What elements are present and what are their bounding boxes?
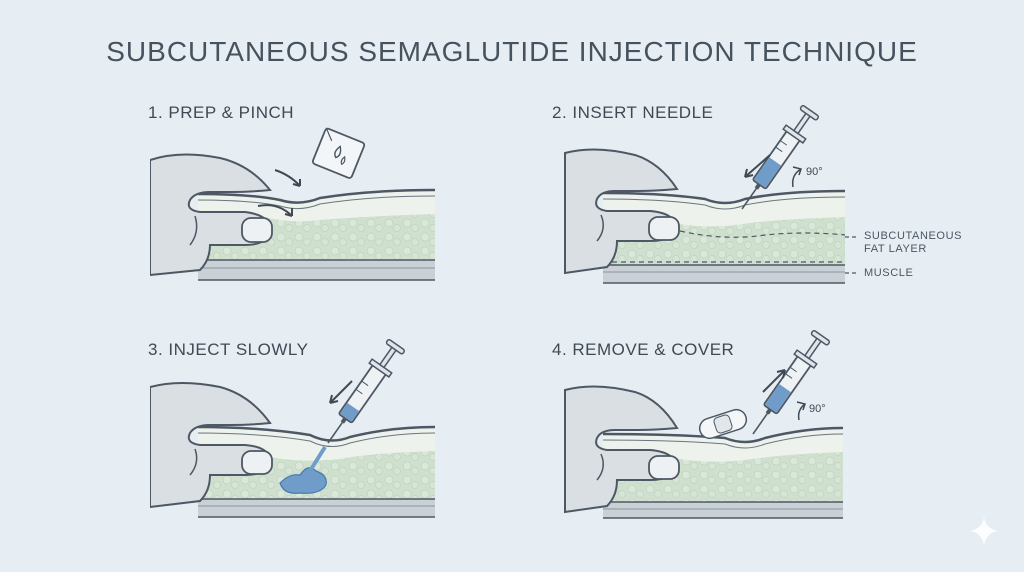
hand-icon <box>150 153 273 277</box>
direction-arrow <box>744 154 771 178</box>
direction-arrow <box>762 369 786 393</box>
panel-prep-pinch <box>150 127 436 281</box>
alcohol-swab-icon <box>311 127 366 179</box>
fat-layer-label-line-1: SUBCUTANEOUS <box>864 230 963 242</box>
angle-arrow <box>791 166 802 188</box>
syringe-icon <box>327 339 405 444</box>
hand-icon <box>564 148 680 275</box>
panel-remove-cover: 90° <box>564 330 844 519</box>
panel-inject-slowly <box>150 339 436 518</box>
angle-arrow <box>796 401 806 421</box>
pinch-arrows <box>257 169 301 217</box>
bandage-icon <box>698 408 748 440</box>
syringe-icon <box>741 105 819 210</box>
page-title: SUBCUTANEOUS SEMAGLUTIDE INJECTION TECHN… <box>106 36 918 67</box>
fat-layer-label: SUBCUTANEOUS FAT LAYER <box>864 230 962 256</box>
hand-icon <box>564 385 680 514</box>
hand-icon <box>150 382 273 509</box>
sparkle-icon <box>970 517 998 545</box>
fat-layer-label-line-2: FAT LAYER <box>864 243 927 255</box>
step-1-label: 1. PREP & PINCH <box>148 103 295 122</box>
direction-arrow <box>329 380 353 404</box>
skin-cross-section <box>602 426 844 519</box>
syringe-icon <box>752 330 830 435</box>
panel-insert-needle: 90° <box>564 105 859 284</box>
skin-cross-section <box>197 188 436 281</box>
step-4-label: 4. REMOVE & COVER <box>552 340 735 359</box>
step-2-label: 2. INSERT NEEDLE <box>552 103 714 122</box>
angle-label: 90° <box>806 166 823 178</box>
medication-pool <box>279 445 327 494</box>
step-3-label: 3. INJECT SLOWLY <box>148 340 309 359</box>
muscle-label: MUSCLE <box>864 267 914 279</box>
angle-label: 90° <box>809 403 826 415</box>
